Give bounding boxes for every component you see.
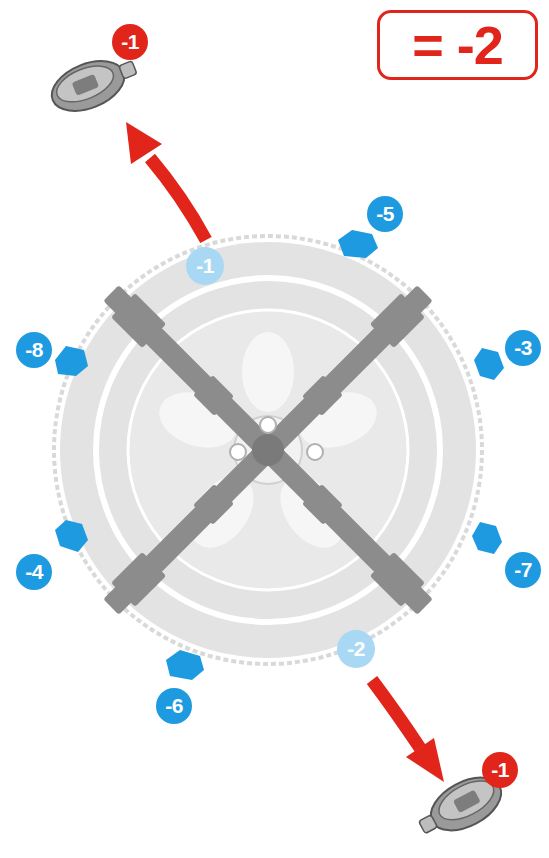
callout-text: -8 [25,338,43,362]
wheel-nut [260,417,276,433]
callout-number: -6 [156,688,192,724]
result-box: = -2 [377,10,538,80]
callout-text: -1 [196,254,214,278]
callout-number: -3 [505,330,541,366]
callout-number: -4 [16,554,52,590]
callout-text: -1 [491,758,509,782]
callout-number: -2 [337,630,375,668]
callout-text: -4 [25,560,43,584]
callout-text: -2 [347,637,365,661]
callout-text: -1 [121,30,139,54]
wheel-nut [230,444,246,460]
callout-number: -1 [112,24,148,60]
callout-number: -5 [367,196,403,232]
tyre [60,242,476,658]
callout-number: -8 [16,332,52,368]
callout-text: -7 [514,558,532,582]
callout-number: -1 [482,752,518,788]
removal-arrows [126,122,444,782]
callout-number: -7 [505,552,541,588]
callout-number: -1 [186,247,224,285]
wheel-nut [307,444,323,460]
cross-arms [99,281,437,619]
callout-text: -5 [376,202,394,226]
tensioner-blocks [55,230,504,680]
callout-text: -6 [165,694,183,718]
tyre-ring [96,278,440,622]
callout-text: -3 [514,336,532,360]
chain [54,236,482,664]
result-text: = -2 [412,14,503,76]
